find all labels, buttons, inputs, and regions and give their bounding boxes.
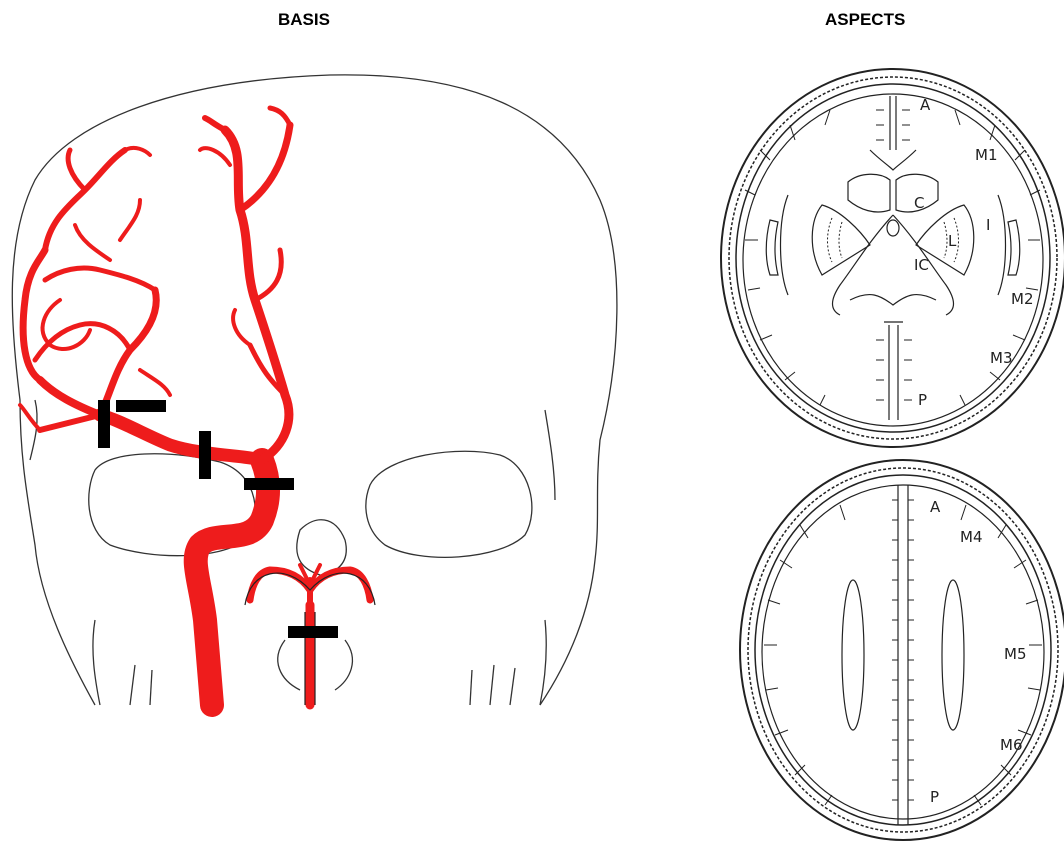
falx	[898, 485, 908, 825]
occlusion-marker-m1-vertical	[98, 400, 110, 448]
tooth-line	[150, 670, 152, 705]
region-label-ic: IC	[914, 256, 929, 274]
aspects-upper-slice	[721, 69, 1064, 447]
region-label-m4: M4	[960, 528, 983, 546]
occlusion-marker-m1-horizontal	[116, 400, 166, 412]
aspects-upper-labels: A M1 C I L IC M2 M3 P	[914, 96, 1034, 409]
maxilla-left	[278, 640, 300, 690]
region-label-m5: M5	[1004, 645, 1027, 663]
posterior-cerebral-left	[250, 570, 310, 600]
mca-branch	[140, 370, 170, 395]
region-label-l: L	[948, 232, 957, 250]
aspects-lower-labels: A M4 M5 M6 P	[930, 498, 1027, 806]
mca-branch	[40, 415, 100, 430]
occlusion-marker-carotid-t	[199, 431, 211, 479]
mca-branch	[40, 380, 100, 415]
frontal-horn-tip	[870, 150, 916, 170]
sulci-ticks	[876, 340, 912, 400]
sylvian-left	[766, 220, 778, 275]
skull-diploe	[729, 77, 1057, 439]
region-label-m2: M2	[1011, 290, 1034, 308]
skull-inner	[736, 84, 1050, 432]
fissure-posterior	[889, 325, 898, 420]
tooth-line	[130, 665, 135, 705]
region-label-c: C	[914, 194, 924, 212]
region-label-m1: M1	[975, 146, 998, 164]
lentiform-left	[812, 205, 870, 275]
skull-outer	[721, 69, 1064, 447]
mca-branch	[125, 148, 150, 155]
brain-surface	[762, 485, 1044, 819]
temple-left	[30, 400, 37, 460]
anterior-cerebral-artery	[225, 130, 289, 460]
brain-surface	[743, 94, 1043, 426]
aca-branch	[240, 125, 290, 210]
middle-cerebral-m1	[100, 415, 262, 460]
mca-branch	[68, 150, 85, 190]
ventricle-body-right	[942, 580, 964, 730]
aca-branch	[255, 250, 281, 300]
jaw-line-left	[93, 620, 100, 705]
region-label-m6: M6	[1000, 736, 1023, 754]
aca-branch	[200, 148, 230, 165]
tooth-line	[470, 670, 472, 705]
foramen	[887, 220, 899, 236]
tooth-line	[490, 665, 494, 705]
orbit-right	[366, 451, 532, 557]
maxilla-right	[335, 640, 352, 690]
aca-branch	[205, 118, 225, 130]
jaw-line-right	[540, 620, 546, 705]
sylvian-right	[1008, 220, 1020, 275]
occlusion-marker-basilar	[288, 626, 338, 638]
aca-branch	[233, 310, 250, 345]
aca-branch	[270, 108, 290, 125]
sulci-ticks	[876, 110, 910, 140]
falx-ticks-left	[892, 500, 898, 800]
insula-left	[781, 195, 789, 295]
temple-right	[545, 410, 555, 500]
mca-branch	[75, 225, 110, 260]
tooth-line	[510, 668, 515, 705]
mca-branch	[120, 200, 140, 240]
region-label-i: I	[986, 216, 990, 234]
fissure-anterior	[890, 96, 896, 150]
falx-ticks-right	[908, 500, 914, 800]
insula-right	[998, 195, 1006, 295]
mca-branch	[100, 290, 156, 415]
sulci-left	[764, 505, 845, 805]
ventricle-frontal-left	[848, 174, 890, 212]
vessel-tree	[20, 108, 370, 705]
nasal-aperture	[297, 520, 347, 575]
ventricle-body-left	[842, 580, 864, 730]
region-label-m3: M3	[990, 349, 1013, 367]
region-label-p: P	[930, 788, 939, 806]
sulci-right	[961, 505, 1042, 805]
region-label-p: P	[918, 391, 927, 409]
occlusion-marker-ica	[244, 478, 294, 490]
region-label-a: A	[920, 96, 931, 114]
mca-branch	[45, 268, 155, 290]
mca-branch	[45, 150, 125, 250]
region-label-a: A	[930, 498, 941, 516]
lentiform-dotted-left	[828, 218, 843, 262]
third-ventricle-base	[850, 295, 936, 305]
